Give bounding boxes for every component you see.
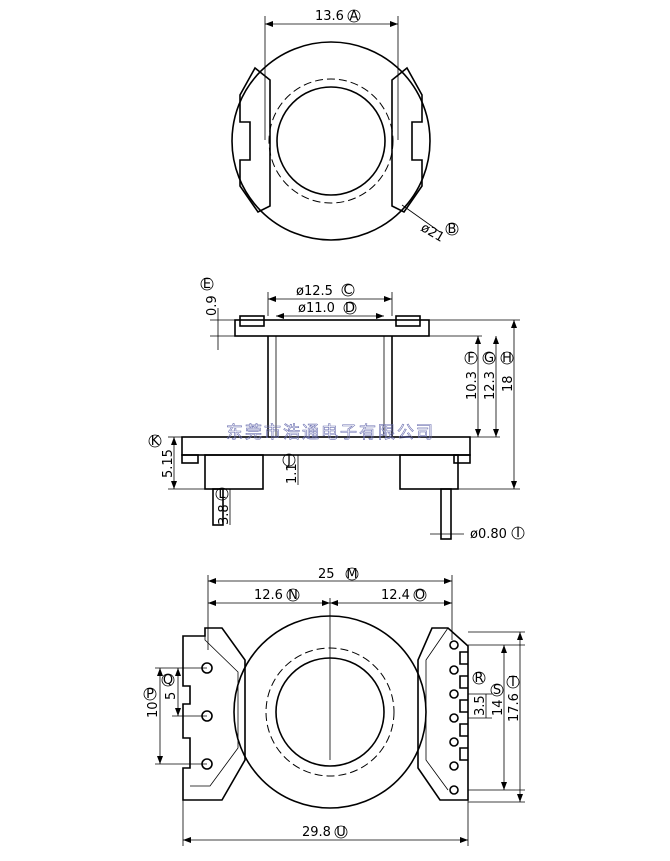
dim-r-ref: R [472, 671, 486, 686]
svg-text:Q: Q [163, 673, 173, 688]
svg-text:F: F [467, 351, 474, 366]
dim-r-value: 3.5 [473, 695, 488, 716]
dim-f-value: 10.3 [465, 371, 480, 400]
dim-q-value: 5 [164, 692, 179, 700]
svg-text:S: S [493, 683, 501, 698]
bottom-view: 25 M 12.6 N 12.4 O [143, 567, 525, 846]
dim-h-value: 18 [501, 375, 516, 392]
dashed-ring [265, 647, 395, 777]
dim-n-ref: N [286, 588, 300, 603]
dim-n-value: 12.6 [254, 588, 283, 603]
dim-s-ref: S [490, 683, 504, 698]
svg-text:J: J [286, 453, 291, 468]
side-view: ø12.5 C ø11.0 D 0.9 E [148, 277, 525, 542]
outer-body-circle [231, 41, 431, 241]
svg-text:G: G [484, 351, 494, 366]
svg-text:B: B [448, 222, 457, 237]
dim-k-ref: K [148, 434, 162, 449]
dim-t-ref: T [506, 675, 520, 690]
dim-o-value: 12.4 [381, 588, 410, 603]
svg-text:L: L [218, 487, 226, 502]
pin-hole [449, 665, 459, 675]
left-pin-header [182, 627, 246, 801]
svg-text:C: C [343, 283, 352, 298]
svg-text:R: R [474, 671, 483, 686]
dim-e-value: 0.9 [205, 295, 220, 316]
dashed-circle [268, 78, 394, 204]
bore-circle [276, 86, 386, 196]
dim-u-ref: U [334, 825, 348, 840]
dim-m-ref: M [345, 567, 359, 582]
dim-p-value: 10 [146, 701, 161, 718]
base-flange [181, 436, 471, 456]
svg-text:I: I [516, 526, 520, 541]
dim-e-ref: E [200, 277, 214, 292]
bore-ring [275, 657, 385, 767]
dim-q-ref: Q [161, 673, 175, 688]
dim-m-value: 25 [318, 567, 335, 582]
pin-right [440, 488, 452, 540]
pin-hole [449, 785, 459, 795]
dim-t-value: 17.6 [507, 693, 522, 722]
dim-b-value: ø21 [418, 220, 447, 245]
dim-o-ref: O [413, 588, 427, 603]
svg-text:D: D [345, 301, 355, 316]
svg-text:U: U [336, 825, 346, 840]
dim-p-ref: P [143, 687, 157, 702]
pin-hole [449, 737, 459, 747]
top-flange [234, 319, 430, 337]
dim-a-ref: A [347, 9, 361, 24]
dim-k-value: 5.15 [161, 449, 176, 478]
svg-text:O: O [415, 588, 425, 603]
dim-d-value: ø11.0 [298, 301, 335, 316]
pin-hole [449, 713, 459, 723]
svg-text:M: M [346, 567, 357, 582]
pin-hole [449, 761, 459, 771]
dim-i-ref: I [511, 526, 525, 541]
dim-c-value: ø12.5 [296, 284, 333, 299]
dim-c-ref: C [341, 283, 355, 298]
dim-l-value: 3.8 [217, 504, 232, 525]
pin-left [212, 488, 224, 526]
svg-text:A: A [350, 9, 359, 24]
dim-i-value: ø0.80 [470, 527, 507, 542]
dim-u-value: 29.8 [302, 825, 331, 840]
svg-text:T: T [508, 675, 517, 690]
svg-text:N: N [288, 588, 298, 603]
dim-j-value: 1.1 [285, 463, 300, 484]
right-pin-header [417, 627, 469, 801]
dim-j-ref: J [282, 453, 296, 468]
svg-text:K: K [151, 434, 160, 449]
svg-text:P: P [146, 687, 154, 702]
dim-a-value: 13.6 [315, 9, 344, 24]
svg-text:E: E [203, 277, 211, 292]
top-view: 13.6 A ø21 B [231, 9, 459, 246]
dim-l-ref: L [215, 487, 229, 502]
company-watermark: 东莞市浩通电子有限公司 [226, 423, 435, 443]
dim-g-ref: G [482, 351, 496, 366]
dim-b-ref: B [445, 222, 459, 237]
pin-hole [449, 689, 459, 699]
svg-text:H: H [502, 351, 512, 366]
pin-hole [449, 640, 459, 650]
dim-s-value: 14 [491, 699, 506, 716]
dim-g-value: 12.3 [483, 371, 498, 400]
dim-f-ref: F [464, 351, 478, 366]
dim-d-ref: D [343, 301, 357, 316]
dim-h-ref: H [500, 351, 514, 366]
